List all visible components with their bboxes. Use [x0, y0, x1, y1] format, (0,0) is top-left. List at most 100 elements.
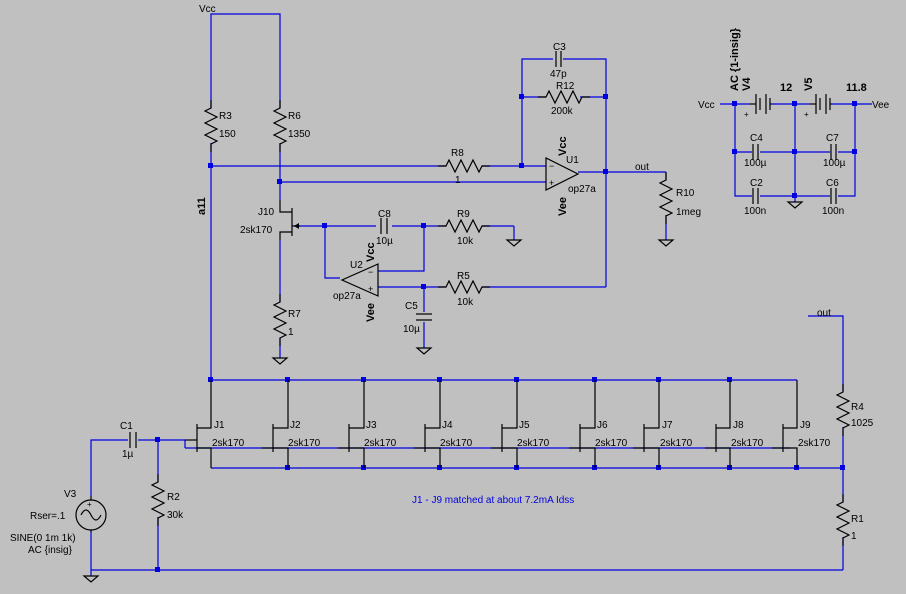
v3-sine: SINE(0 1m 1k) [10, 533, 76, 544]
j6-model: 2sk170 [595, 438, 628, 449]
c2-value: 100n [744, 206, 766, 217]
j3-model: 2sk170 [364, 438, 397, 449]
r10-symbol [659, 171, 673, 225]
net-label-out: out [635, 162, 649, 173]
r12-symbol [537, 90, 591, 104]
r8-value: 1 [455, 175, 461, 186]
c4-symbol [752, 144, 759, 160]
c1-ref: C1 [120, 421, 133, 432]
v5-battery-symbol: + [804, 94, 832, 119]
battery-vee-label: Vee [872, 100, 890, 111]
j8-ref: J8 [733, 420, 744, 431]
r9-value: 10k [457, 236, 474, 247]
j7-model: 2sk170 [660, 438, 693, 449]
c6-ref: C6 [826, 178, 839, 189]
c1-symbol [129, 432, 137, 448]
c8-ref: C8 [378, 209, 391, 220]
svg-text:+: + [744, 110, 749, 119]
r1-ref: R1 [851, 514, 864, 525]
ground-j10 [272, 351, 288, 365]
c1-value: 1µ [122, 449, 134, 460]
j8-model: 2sk170 [731, 438, 764, 449]
u1-ref: U1 [566, 155, 579, 166]
u1-neg-supply: Vee [557, 197, 569, 216]
wires [90, 13, 872, 571]
c3-value: 47p [550, 69, 567, 80]
u2-neg-supply: Vee [365, 303, 377, 322]
net-label-out-r4: out [817, 308, 831, 319]
c2-ref: C2 [750, 178, 763, 189]
ground-input [83, 569, 99, 583]
j4-model: 2sk170 [440, 438, 473, 449]
v3-rser: Rser=.1 [30, 511, 66, 522]
u1-pos-supply: Vcc [557, 136, 569, 156]
u1-opamp-symbol: − + [545, 157, 580, 191]
r8-symbol [437, 159, 491, 173]
u2-opamp-symbol: − + [340, 263, 379, 297]
c7-ref: C7 [826, 133, 839, 144]
c5-symbol [416, 313, 432, 321]
r7-ref: R7 [288, 309, 301, 320]
j10-model: 2sk170 [240, 225, 273, 236]
svg-text:+: + [368, 284, 373, 294]
ground-battery [787, 195, 803, 209]
r5-value: 10k [457, 297, 474, 308]
v5-ref: V5 [803, 78, 815, 91]
j10-ref: J10 [258, 207, 275, 218]
r5-ref: R5 [457, 271, 470, 282]
j1-model: 2sk170 [212, 438, 245, 449]
svg-text:+: + [549, 178, 554, 188]
j1-ref: J1 [214, 420, 225, 431]
u2-model: op27a [333, 291, 361, 302]
r10-value: 1meg [676, 207, 701, 218]
battery-vcc-label: Vcc [698, 100, 715, 111]
c8-symbol [380, 218, 388, 234]
c4-value: 100µ [744, 158, 767, 169]
v4-ref: V4 [741, 77, 753, 91]
v3-ac: AC {insig} [28, 545, 73, 556]
net-label-a11: a11 [196, 197, 208, 215]
j6-ref: J6 [597, 420, 608, 431]
j5-ref: J5 [519, 420, 530, 431]
r9-symbol [437, 219, 491, 233]
r1-symbol [836, 493, 850, 547]
r2-value: 30k [167, 510, 184, 521]
r7-value: 1 [288, 327, 294, 338]
j5-model: 2sk170 [517, 438, 550, 449]
matching-note: J1 - J9 matched at about 7.2mA Idss [412, 495, 574, 506]
j4-ref: J4 [442, 420, 453, 431]
c3-symbol [555, 51, 562, 67]
r9-ref: R9 [457, 209, 470, 220]
c2-symbol [752, 188, 759, 204]
c6-symbol [830, 188, 837, 204]
j2-model: 2sk170 [288, 438, 321, 449]
svg-text:−: − [549, 161, 554, 171]
r5-symbol [437, 280, 491, 294]
r4-ref: R4 [851, 402, 864, 413]
jfet-array-symbols [185, 380, 798, 468]
j9-ref: J9 [800, 420, 811, 431]
r3-ref: R3 [219, 111, 232, 122]
svg-text:+: + [87, 500, 92, 509]
r7-symbol [273, 293, 287, 347]
r2-symbol [151, 473, 165, 527]
r12-value: 200k [551, 106, 574, 117]
c3-ref: C3 [553, 42, 566, 53]
ground-r9 [506, 233, 522, 247]
svg-text:+: + [804, 110, 809, 119]
c5-value: 10µ [403, 324, 420, 335]
u1-model: op27a [568, 184, 596, 195]
c4-ref: C4 [750, 133, 763, 144]
u2-ref: U2 [350, 260, 363, 271]
v4-value: 12 [780, 82, 792, 94]
c7-symbol [830, 144, 837, 160]
j7-ref: J7 [662, 420, 673, 431]
r1-value: 1 [851, 531, 857, 542]
j2-ref: J2 [290, 420, 301, 431]
r2-ref: R2 [167, 492, 180, 503]
v5-value: 11.8 [846, 82, 867, 94]
j3-ref: J3 [366, 420, 377, 431]
c8-value: 10µ [376, 236, 393, 247]
c7-value: 100µ [823, 158, 846, 169]
